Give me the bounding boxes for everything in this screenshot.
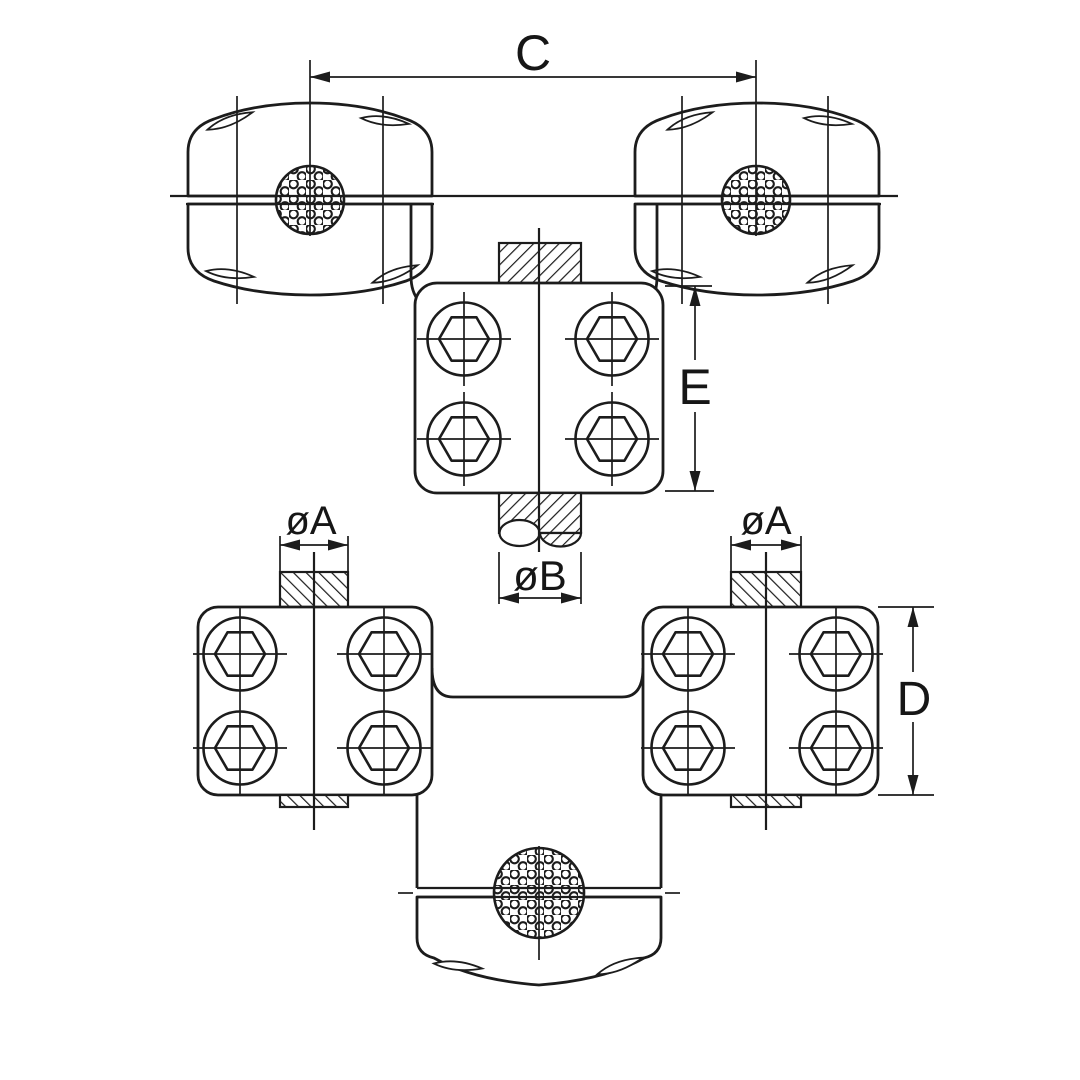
dim-arrow (689, 471, 701, 491)
dim-label-oa-left: øA (285, 499, 336, 543)
dim-label-e: E (678, 359, 711, 415)
stud-tap-tip (498, 518, 541, 548)
dim-oa-right: øA (730, 499, 802, 573)
dim-arrow (736, 71, 756, 83)
dim-label-d: D (897, 673, 932, 726)
cable-clamp-right (633, 101, 881, 297)
bottom-cable-clamp (398, 795, 680, 987)
dim-arrow (907, 607, 919, 627)
dim-d: D (878, 606, 935, 796)
dim-arrow (907, 775, 919, 795)
dim-label-ob: øB (513, 552, 567, 599)
stud-tap-round-end (538, 531, 583, 548)
connecting-web (430, 667, 645, 699)
dim-oa-left: øA (279, 499, 349, 573)
dim-ob: øB (498, 552, 582, 604)
dim-label-c: C (515, 25, 551, 81)
dim-arrow (310, 71, 330, 83)
bottom-view: øA øA D (191, 499, 935, 987)
dim-label-oa-right: øA (740, 499, 791, 543)
dim-e: E (665, 285, 716, 492)
top-view: C E øB (170, 25, 898, 604)
dim-c: C (310, 25, 756, 83)
